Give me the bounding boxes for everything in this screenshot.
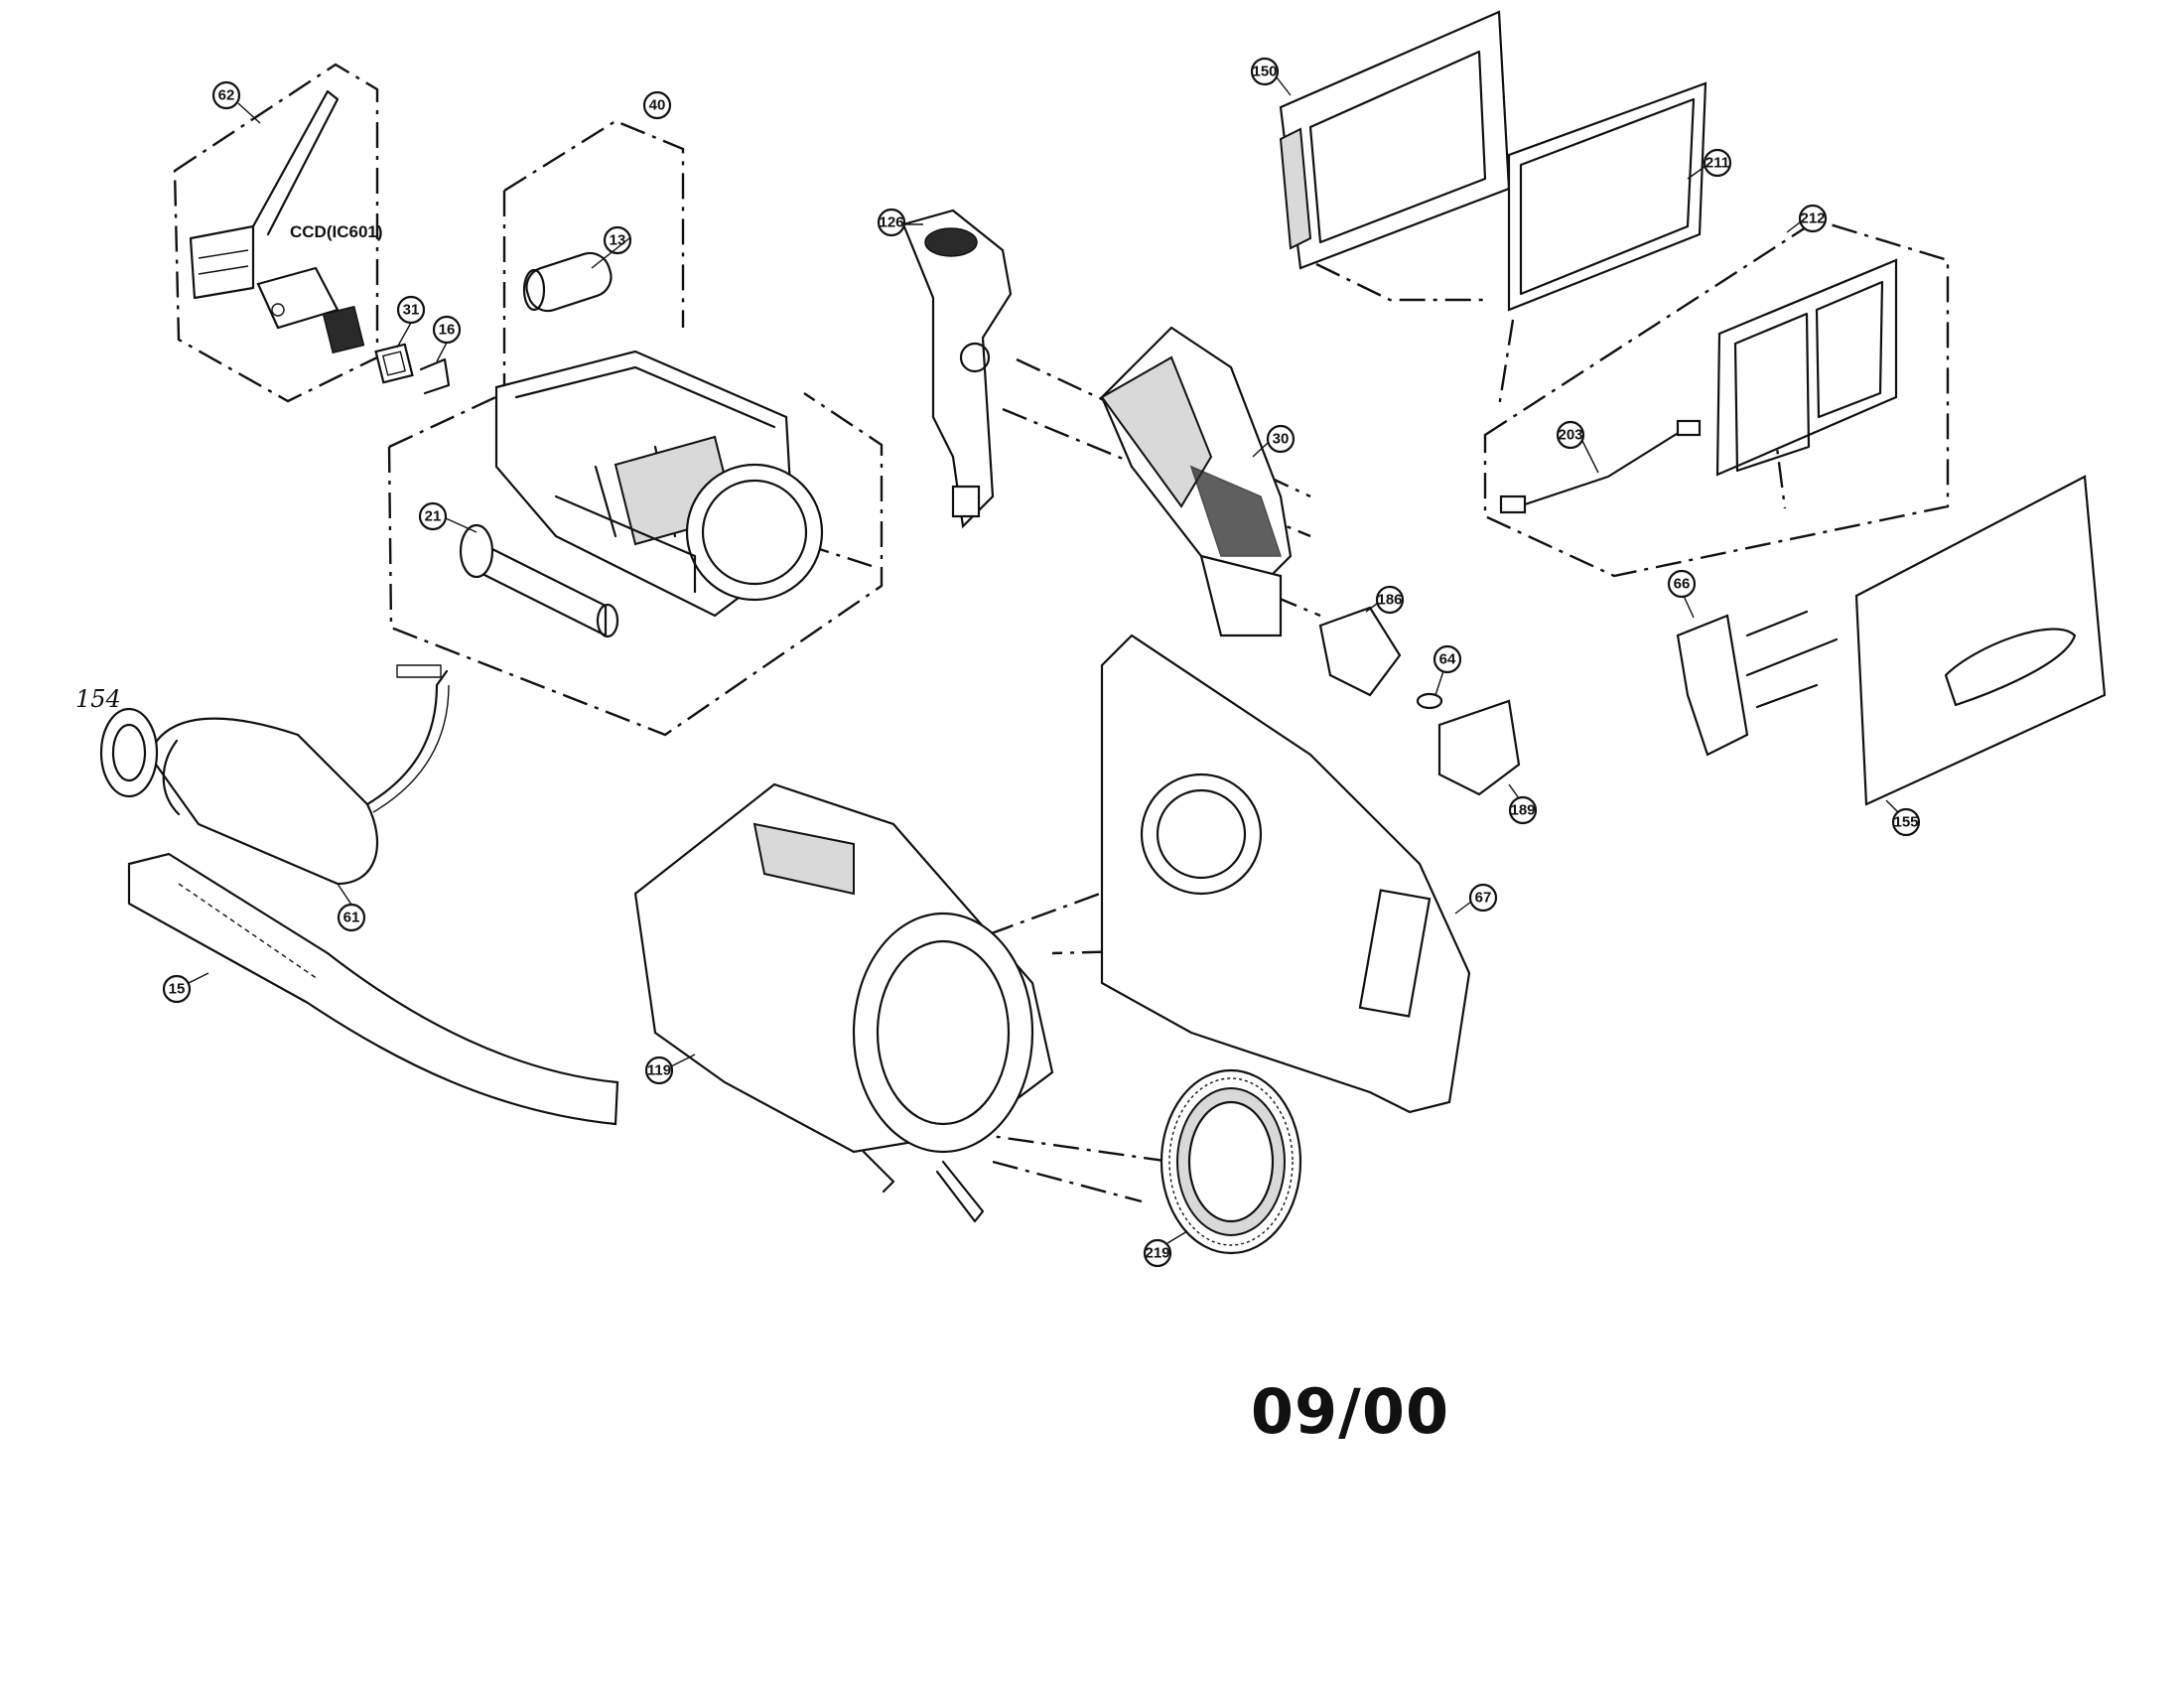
date-stamp: 09/00 xyxy=(1250,1375,1450,1448)
side-housing-67 xyxy=(1100,633,1471,1114)
callout-15: 15 xyxy=(162,974,192,1004)
flex-cable-203 xyxy=(1499,419,1702,514)
callout-40: 40 xyxy=(642,90,672,120)
svg-text:211: 211 xyxy=(1706,155,1729,172)
svg-text:16: 16 xyxy=(439,322,456,339)
svg-text:203: 203 xyxy=(1558,427,1582,444)
callout-13: 13 xyxy=(603,225,632,255)
spring-clip-16 xyxy=(419,357,451,395)
handwritten-part-number: 154 xyxy=(75,685,121,713)
front-cover-119 xyxy=(633,782,1054,1223)
callout-186: 186 xyxy=(1375,585,1405,615)
svg-text:31: 31 xyxy=(403,302,420,319)
callout-203: 203 xyxy=(1556,420,1585,450)
ccd-ic601-label: CCD(IC601) xyxy=(290,222,383,241)
callout-219: 219 xyxy=(1143,1238,1172,1268)
callout-189: 189 xyxy=(1508,795,1538,825)
focus-motor-21 xyxy=(459,523,619,638)
svg-text:219: 219 xyxy=(1145,1245,1169,1262)
lcd-assembly-boundary xyxy=(1483,218,1950,578)
callouts: 62 40 13 31 16 21 126 30 xyxy=(162,57,1921,1268)
callout-155: 155 xyxy=(1891,807,1921,837)
svg-text:13: 13 xyxy=(610,232,626,249)
lcd-frame-150 xyxy=(1279,10,1511,270)
hand-strap-15 xyxy=(127,852,619,1126)
lcd-panel-211 xyxy=(1507,81,1707,312)
callout-61: 61 xyxy=(337,903,366,932)
lens-ring-219 xyxy=(1160,1068,1302,1255)
svg-text:186: 186 xyxy=(1377,592,1402,609)
callout-16: 16 xyxy=(432,315,462,345)
lens-block xyxy=(494,350,824,618)
callout-21: 21 xyxy=(418,501,448,531)
viewfinder-61 xyxy=(99,664,450,886)
svg-text:126: 126 xyxy=(879,214,903,231)
callout-67: 67 xyxy=(1468,883,1498,913)
lens-assembly-boundary xyxy=(387,119,884,737)
svg-text:30: 30 xyxy=(1273,431,1290,448)
callout-66: 66 xyxy=(1667,569,1697,599)
callout-31: 31 xyxy=(396,295,426,325)
ccd-board xyxy=(189,89,365,354)
callout-211: 211 xyxy=(1703,148,1732,178)
lcd-cover-155 xyxy=(1854,475,2107,806)
svg-text:62: 62 xyxy=(218,87,235,104)
svg-text:61: 61 xyxy=(343,910,360,926)
callout-212: 212 xyxy=(1798,204,1828,233)
svg-text:189: 189 xyxy=(1510,802,1535,819)
callout-62: 62 xyxy=(211,80,241,110)
svg-text:21: 21 xyxy=(425,508,442,525)
zoom-motor-13 xyxy=(522,251,613,313)
small-cover-189 xyxy=(1437,699,1521,796)
svg-text:15: 15 xyxy=(169,981,186,998)
svg-text:212: 212 xyxy=(1800,211,1825,227)
svg-text:119: 119 xyxy=(647,1062,671,1079)
callout-30: 30 xyxy=(1266,424,1296,454)
callout-126: 126 xyxy=(877,208,906,237)
svg-text:67: 67 xyxy=(1475,890,1492,907)
hinge-unit-66 xyxy=(1676,610,1839,757)
svg-text:66: 66 xyxy=(1674,576,1691,593)
side-bracket-126 xyxy=(901,209,1013,529)
small-part-186 xyxy=(1318,606,1402,697)
svg-text:155: 155 xyxy=(1893,814,1918,831)
small-spring-64 xyxy=(1416,692,1443,710)
svg-text:64: 64 xyxy=(1439,651,1456,668)
callout-119: 119 xyxy=(644,1056,674,1085)
leader-lines xyxy=(188,76,1899,1244)
callout-64: 64 xyxy=(1433,644,1462,674)
top-operation-unit-30 xyxy=(1100,326,1293,637)
lcd-holder-212 xyxy=(1715,258,1898,477)
callout-150: 150 xyxy=(1250,57,1280,86)
svg-text:40: 40 xyxy=(649,97,666,114)
svg-text:150: 150 xyxy=(1252,64,1277,80)
filter-plate-31 xyxy=(374,343,414,384)
